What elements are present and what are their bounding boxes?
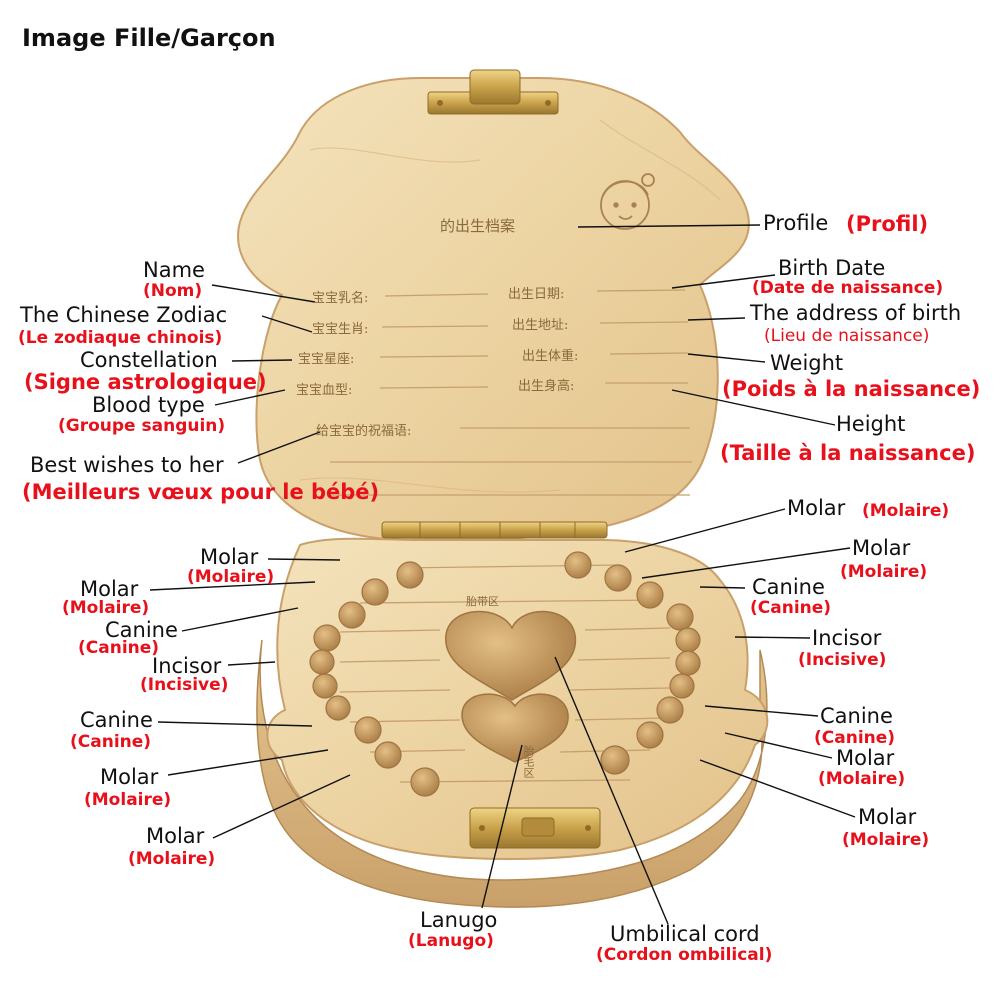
label-wishes-en: Best wishes to her (30, 453, 224, 477)
base-label-teeth: 胎带区 (466, 595, 499, 608)
label-left-molar-3-en: Molar (100, 765, 159, 789)
page-title: Image Fille/Garçon (22, 24, 276, 52)
label-right-molar-1-en: Molar (787, 496, 846, 520)
label-blood-en: Blood type (92, 393, 205, 417)
label-profile-fr: (Profil) (846, 212, 929, 236)
label-left-molar-2-fr: (Molaire) (62, 598, 150, 618)
label-left-molar-4-fr: (Molaire) (128, 849, 216, 869)
label-name-en: Name (143, 258, 205, 282)
base-label-hair: 胎毛区 (522, 745, 535, 778)
label-wishes-fr: (Meilleurs vœux pour le bébé) (22, 480, 380, 504)
lid-field-wishes: 给宝宝的祝福语: (316, 424, 412, 439)
label-right-molar-4-en: Molar (858, 805, 917, 829)
label-left-canine-1-fr: (Canine) (78, 638, 160, 658)
lid-field-constellation: 宝宝星座: (298, 352, 355, 367)
lid-field-name: 宝宝乳名: (312, 291, 369, 306)
label-left-incisor-en: Incisor (152, 654, 222, 678)
label-left-canine-1-en: Canine (105, 618, 178, 642)
tooth-holes (309, 551, 701, 797)
label-blood-fr: (Groupe sanguin) (58, 416, 226, 436)
lid-field-birthdate: 出生日期: (508, 287, 565, 302)
lid-field-zodiac: 宝宝生肖: (312, 322, 369, 337)
hinge-icon (381, 521, 608, 539)
label-right-molar-3-en: Molar (836, 746, 895, 770)
label-cord-en: Umbilical cord (610, 922, 760, 946)
label-height-fr: (Taille à la naissance) (720, 441, 976, 465)
label-zodiac-en: The Chinese Zodiac (20, 303, 228, 327)
lid-header-engraving: 的出生档案 (440, 217, 516, 235)
label-cord-fr: (Cordon ombilical) (596, 945, 773, 965)
lid-field-blood: 宝宝血型: (296, 383, 353, 398)
baby-face-icon (600, 173, 655, 230)
label-lanugo-en: Lanugo (420, 908, 498, 932)
label-birthdate-en: Birth Date (778, 256, 886, 280)
label-right-molar-1-fr: (Molaire) (862, 501, 950, 521)
label-right-incisor-fr: (Incisive) (798, 650, 887, 670)
clasp-icon (427, 69, 559, 115)
label-left-molar-4-en: Molar (146, 824, 205, 848)
label-left-canine-2-en: Canine (80, 708, 153, 732)
label-constellation-en: Constellation (80, 348, 218, 372)
label-right-molar-2-en: Molar (852, 536, 911, 560)
front-latch (469, 807, 601, 849)
label-left-molar-1-en: Molar (200, 545, 259, 569)
label-right-canine-2-fr: (Canine) (814, 728, 896, 748)
label-left-molar-1-fr: (Molaire) (187, 567, 275, 587)
label-right-canine-1-en: Canine (752, 575, 825, 599)
label-address-fr: (Lieu de naissance) (764, 326, 930, 346)
label-right-canine-1-fr: (Canine) (750, 598, 832, 618)
lid-field-weight: 出生体重: (522, 349, 579, 364)
label-address-en: The address of birth (750, 301, 962, 325)
lanugo-compartment (461, 693, 569, 763)
lid-field-height: 出生身高: (518, 379, 575, 394)
lid-field-address: 出生地址: (512, 318, 569, 333)
label-left-incisor-fr: (Incisive) (140, 675, 229, 695)
label-weight-en: Weight (770, 351, 844, 375)
label-weight-fr: (Poids à la naissance) (722, 377, 981, 401)
label-name-fr: (Nom) (143, 281, 203, 301)
label-lanugo-fr: (Lanugo) (408, 931, 494, 951)
leader-lines (149, 224, 856, 925)
label-zodiac-fr: (Le zodiaque chinois) (18, 328, 223, 348)
label-left-molar-3-fr: (Molaire) (84, 790, 172, 810)
label-height-en: Height (836, 412, 906, 436)
label-constellation-fr: (Signe astrologique) (24, 370, 267, 394)
box-lid (237, 77, 750, 542)
label-birthdate-fr: (Date de naissance) (752, 278, 944, 298)
label-profile-en: Profile (763, 211, 829, 235)
label-right-canine-2-en: Canine (820, 704, 893, 728)
label-left-molar-2-en: Molar (80, 577, 139, 601)
label-right-molar-3-fr: (Molaire) (818, 769, 906, 789)
umbilical-cord-compartment (445, 610, 577, 701)
box-base-side (256, 639, 768, 908)
label-left-canine-2-fr: (Canine) (70, 732, 152, 752)
label-right-molar-2-fr: (Molaire) (840, 562, 928, 582)
label-right-incisor-en: Incisor (812, 626, 882, 650)
label-right-molar-4-fr: (Molaire) (842, 830, 930, 850)
box-base (266, 537, 769, 860)
